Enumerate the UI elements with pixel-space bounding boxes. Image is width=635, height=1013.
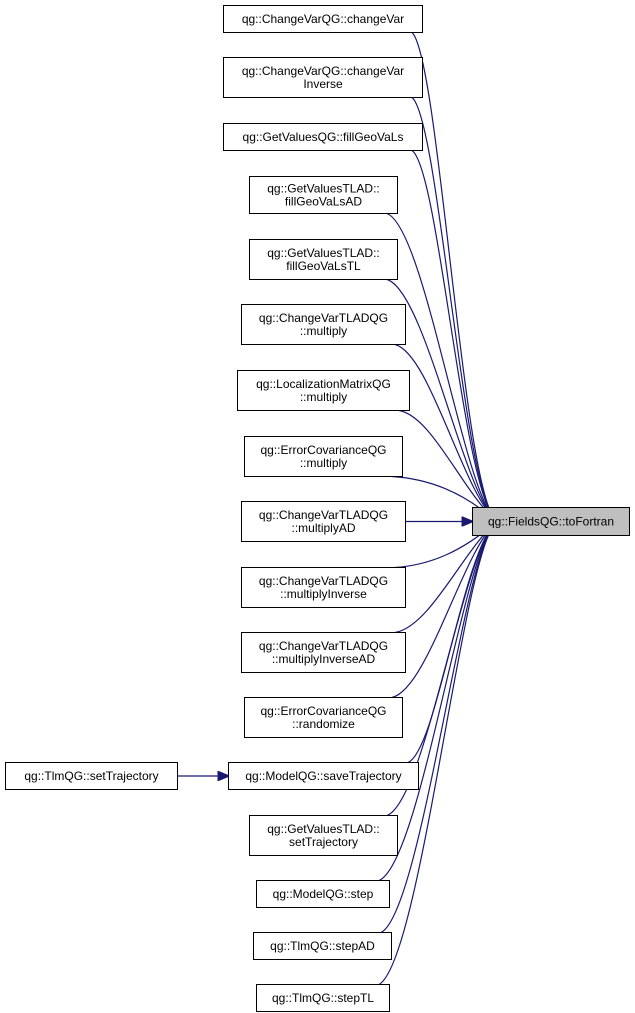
caller-node-multiplyAD-box: [241, 501, 406, 542]
caller-node-stepTL-box: [256, 984, 390, 1012]
caller-node-changeVar-box: [223, 5, 423, 33]
caller-node-stepAD-box: [253, 932, 392, 960]
caller-node-cvtlad-multiply-label: ::multiply: [300, 324, 347, 338]
caller-node-fillGeoVaLsAD-label: fillGeoVaLsAD: [285, 195, 362, 209]
edge-cvtlad-multiply: [394, 343, 497, 522]
caller-node-stepTL-label: qg::TlmQG::stepTL: [272, 991, 374, 1005]
caller-node-cvtlad-multiply-box: [241, 304, 406, 345]
caller-node-fillGeoVaLs-box: [223, 123, 423, 151]
caller-node-randomize[interactable]: qg::ErrorCovarianceQG::randomize: [244, 697, 403, 738]
caller-node-changeVarInverse-label: qg::ChangeVarQG::changeVar: [242, 64, 404, 78]
caller-node-multiplyInverseAD[interactable]: qg::ChangeVarTLADQG::multiplyInverseAD: [241, 632, 406, 673]
caller-node-stepAD-label: qg::TlmQG::stepAD: [270, 939, 375, 953]
edge-step: [378, 522, 497, 882]
caller-node-fillGeoVaLsTL-label: qg::GetValuesTLAD::: [267, 246, 380, 260]
caller-node-getvalues-setTrajectory-label: setTrajectory: [289, 835, 358, 849]
caller-node-multiplyInverse[interactable]: qg::ChangeVarTLADQG::multiplyInverse: [241, 567, 406, 608]
caller-node-locmat-multiply-label: qg::LocalizationMatrixQG: [256, 377, 391, 391]
nodes-layer: qg::ChangeVarQG::changeVarqg::ChangeVarQ…: [5, 5, 630, 1012]
caller-node-errcov-multiply-label: qg::ErrorCovarianceQG: [260, 443, 386, 457]
caller-node-multiplyInverseAD-box: [241, 632, 406, 673]
caller-node-fillGeoVaLsAD-label: qg::GetValuesTLAD::: [267, 182, 380, 196]
caller-node-errcov-multiply-label: ::multiply: [300, 456, 347, 470]
caller-node-fillGeoVaLsAD-box: [249, 176, 398, 214]
caller-node-changeVar[interactable]: qg::ChangeVarQG::changeVar: [223, 5, 423, 33]
caller-node-fillGeoVaLsTL-label: fillGeoVaLsTL: [286, 259, 361, 273]
caller-node-cvtlad-multiply[interactable]: qg::ChangeVarTLADQG::multiply: [241, 304, 406, 345]
edge-randomize: [391, 522, 497, 699]
edge-fillGeoVaLsAD: [386, 212, 497, 522]
caller-node-getvalues-setTrajectory[interactable]: qg::GetValuesTLAD::setTrajectory: [249, 815, 398, 856]
edge-getvalues-setTrajectory: [386, 522, 497, 817]
caller-node-fillGeoVaLsTL[interactable]: qg::GetValuesTLAD::fillGeoVaLsTL: [249, 239, 398, 280]
caller-node-locmat-multiply-label: ::multiply: [300, 390, 347, 404]
caller-node-step[interactable]: qg::ModelQG::step: [256, 880, 390, 908]
caller-node-randomize-label: qg::ErrorCovarianceQG: [260, 704, 386, 718]
caller-node-stepAD[interactable]: qg::TlmQG::stepAD: [253, 932, 392, 960]
caller-node-cvtlad-multiply-label: qg::ChangeVarTLADQG: [259, 311, 388, 325]
caller-node-errcov-multiply-box: [244, 436, 403, 477]
caller-node-changeVarInverse-box: [223, 57, 423, 98]
caller-node-fillGeoVaLs[interactable]: qg::GetValuesQG::fillGeoVaLs: [223, 123, 423, 151]
caller-node-fillGeoVaLs-label: qg::GetValuesQG::fillGeoVaLs: [243, 130, 404, 144]
caller-node-multiplyInverseAD-label: ::multiplyInverseAD: [272, 652, 376, 666]
caller-node-multiplyInverse-box: [241, 567, 406, 608]
target-node-toFortran-label: qg::FieldsQG::toFortran: [488, 515, 614, 529]
caller-node-multiplyAD-label: ::multiplyAD: [291, 521, 355, 535]
caller-node-step-label: qg::ModelQG::step: [273, 887, 374, 901]
caller-node-tlm-setTrajectory-label: qg::TlmQG::setTrajectory: [24, 769, 158, 783]
edge-changeVar: [411, 32, 497, 522]
caller-node-changeVar-label: qg::ChangeVarQG::changeVar: [242, 12, 404, 26]
caller-node-multiplyAD-label: qg::ChangeVarTLADQG: [259, 508, 388, 522]
edge-stepTL: [378, 522, 497, 986]
caller-node-stepTL[interactable]: qg::TlmQG::stepTL: [256, 984, 390, 1012]
caller-node-randomize-box: [244, 697, 403, 738]
caller-node-fillGeoVaLsAD[interactable]: qg::GetValuesTLAD::fillGeoVaLsAD: [249, 176, 398, 214]
caller-node-tlm-setTrajectory-box: [5, 762, 178, 790]
caller-node-randomize-label: ::randomize: [292, 717, 355, 731]
caller-node-getvalues-setTrajectory-box: [249, 815, 398, 856]
caller-node-locmat-multiply-box: [237, 370, 410, 411]
target-node-toFortran[interactable]: qg::FieldsQG::toFortran: [472, 507, 630, 536]
caller-node-saveTrajectory[interactable]: qg::ModelQG::saveTrajectory: [228, 762, 419, 790]
edge-changeVarInverse: [411, 97, 497, 522]
edge-stepAD: [380, 522, 497, 934]
edge-fillGeoVaLsTL: [386, 278, 497, 522]
edge-locmat-multiply: [398, 409, 497, 522]
caller-node-saveTrajectory-label: qg::ModelQG::saveTrajectory: [245, 769, 401, 783]
caller-node-multiplyAD[interactable]: qg::ChangeVarTLADQG::multiplyAD: [241, 501, 406, 542]
caller-node-changeVarInverse-label: Inverse: [303, 77, 343, 91]
edge-fillGeoVaLs: [411, 150, 497, 522]
caller-node-getvalues-setTrajectory-label: qg::GetValuesTLAD::: [267, 822, 380, 836]
caller-node-locmat-multiply[interactable]: qg::LocalizationMatrixQG::multiply: [237, 370, 410, 411]
caller-node-multiplyInverse-label: qg::ChangeVarTLADQG: [259, 574, 388, 588]
edges-layer: [177, 32, 497, 986]
caller-node-saveTrajectory-box: [228, 762, 419, 790]
caller-node-tlm-setTrajectory[interactable]: qg::TlmQG::setTrajectory: [5, 762, 178, 790]
caller-node-multiplyInverse-label: ::multiplyInverse: [280, 587, 367, 601]
caller-node-fillGeoVaLsTL-box: [249, 239, 398, 280]
caller-node-step-box: [256, 880, 390, 908]
caller-node-errcov-multiply[interactable]: qg::ErrorCovarianceQG::multiply: [244, 436, 403, 477]
target-node-toFortran-box: [472, 507, 630, 536]
caller-node-multiplyInverseAD-label: qg::ChangeVarTLADQG: [259, 639, 388, 653]
